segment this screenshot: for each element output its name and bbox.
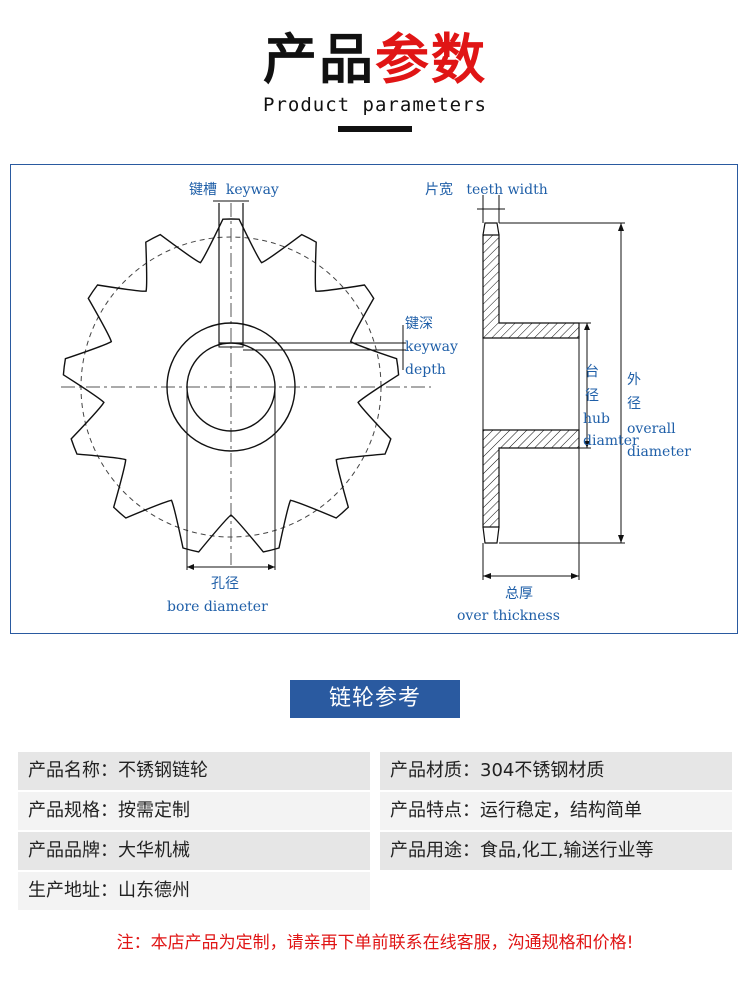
bore-label-cn: 孔径 [211,576,239,592]
page-subtitle: Product parameters [263,94,487,116]
custom-order-note: 注：本店产品为定制，请亲再下单前联系在线客服，沟通规格和价格! [116,933,634,953]
teeth-width-label: 片宽 teeth width [425,181,548,199]
hub-label-en-1: hub [583,411,610,427]
keyway-depth-cn: 键深 [405,316,433,332]
tooth-tip-bottom [482,526,500,544]
keyway-bottom [218,343,244,348]
keyway-depth-en-1: keyway [405,339,458,355]
overall-label-en-1: overall [627,421,676,437]
spec-material: 产品材质：304不锈钢材质 [380,752,732,790]
section-title: 链轮参考 [290,680,460,718]
thickness-arrow-left [483,573,491,579]
hub-circle [166,322,296,452]
keyway-label: 键槽 keyway [189,181,279,199]
bore-arrow-left [187,564,194,570]
sprocket-diagram: 键槽 keyway 片宽 teeth width 键深 keyway depth… [10,164,738,634]
keyway-label-cn: 键槽 [189,182,217,198]
bore-arrow-right [268,564,275,570]
spec-usage: 产品用途：食品,化工,输送行业等 [380,832,732,870]
hub-label-cn-1: 台 [585,364,599,380]
page-title: 产品参数 [0,28,750,92]
thickness-label-en: over thickness [457,608,560,624]
gear-outline [62,218,400,553]
sprocket-drawing [61,195,625,580]
page-header: 产品参数 Product parameters [0,28,750,116]
teeth-width-label-en: teeth width [466,182,548,198]
keyway-label-en: keyway [225,182,279,198]
spec-size: 产品规格：按需定制 [18,792,370,830]
title-red-part: 参数 [375,28,487,91]
overall-label-en-2: diameter [627,444,691,460]
spec-name: 产品名称：不锈钢链轮 [18,752,370,790]
hub-label-en-2: diamter [583,433,639,449]
overall-arrow-bottom [618,535,624,543]
teeth-width-label-cn: 片宽 [425,182,453,198]
hub-label-cn-2: 径 [585,388,599,404]
spec-address: 生产地址：山东德州 [18,872,370,910]
spec-brand: 产品品牌：大华机械 [18,832,370,870]
overall-label-cn-2: 径 [627,396,641,412]
overall-label-cn-1: 外 [627,372,641,388]
thickness-label-cn: 总厚 [505,586,533,602]
keyway-slot [218,203,244,344]
title-underline [338,126,412,132]
plate-section-bottom [482,429,580,528]
keyway-depth-en-2: depth [405,362,446,378]
overall-arrow-top [618,223,624,231]
hub-arrow-top [584,323,590,330]
hub-arrow-bottom [584,441,590,448]
plate-section-top [482,234,580,339]
thickness-arrow-right [571,573,579,579]
title-black-part: 产品 [263,28,375,91]
spec-feature: 产品特点：运行稳定，结构简单 [380,792,732,830]
bore-label-en: bore diameter [167,599,268,615]
tooth-tip-top [482,222,500,236]
